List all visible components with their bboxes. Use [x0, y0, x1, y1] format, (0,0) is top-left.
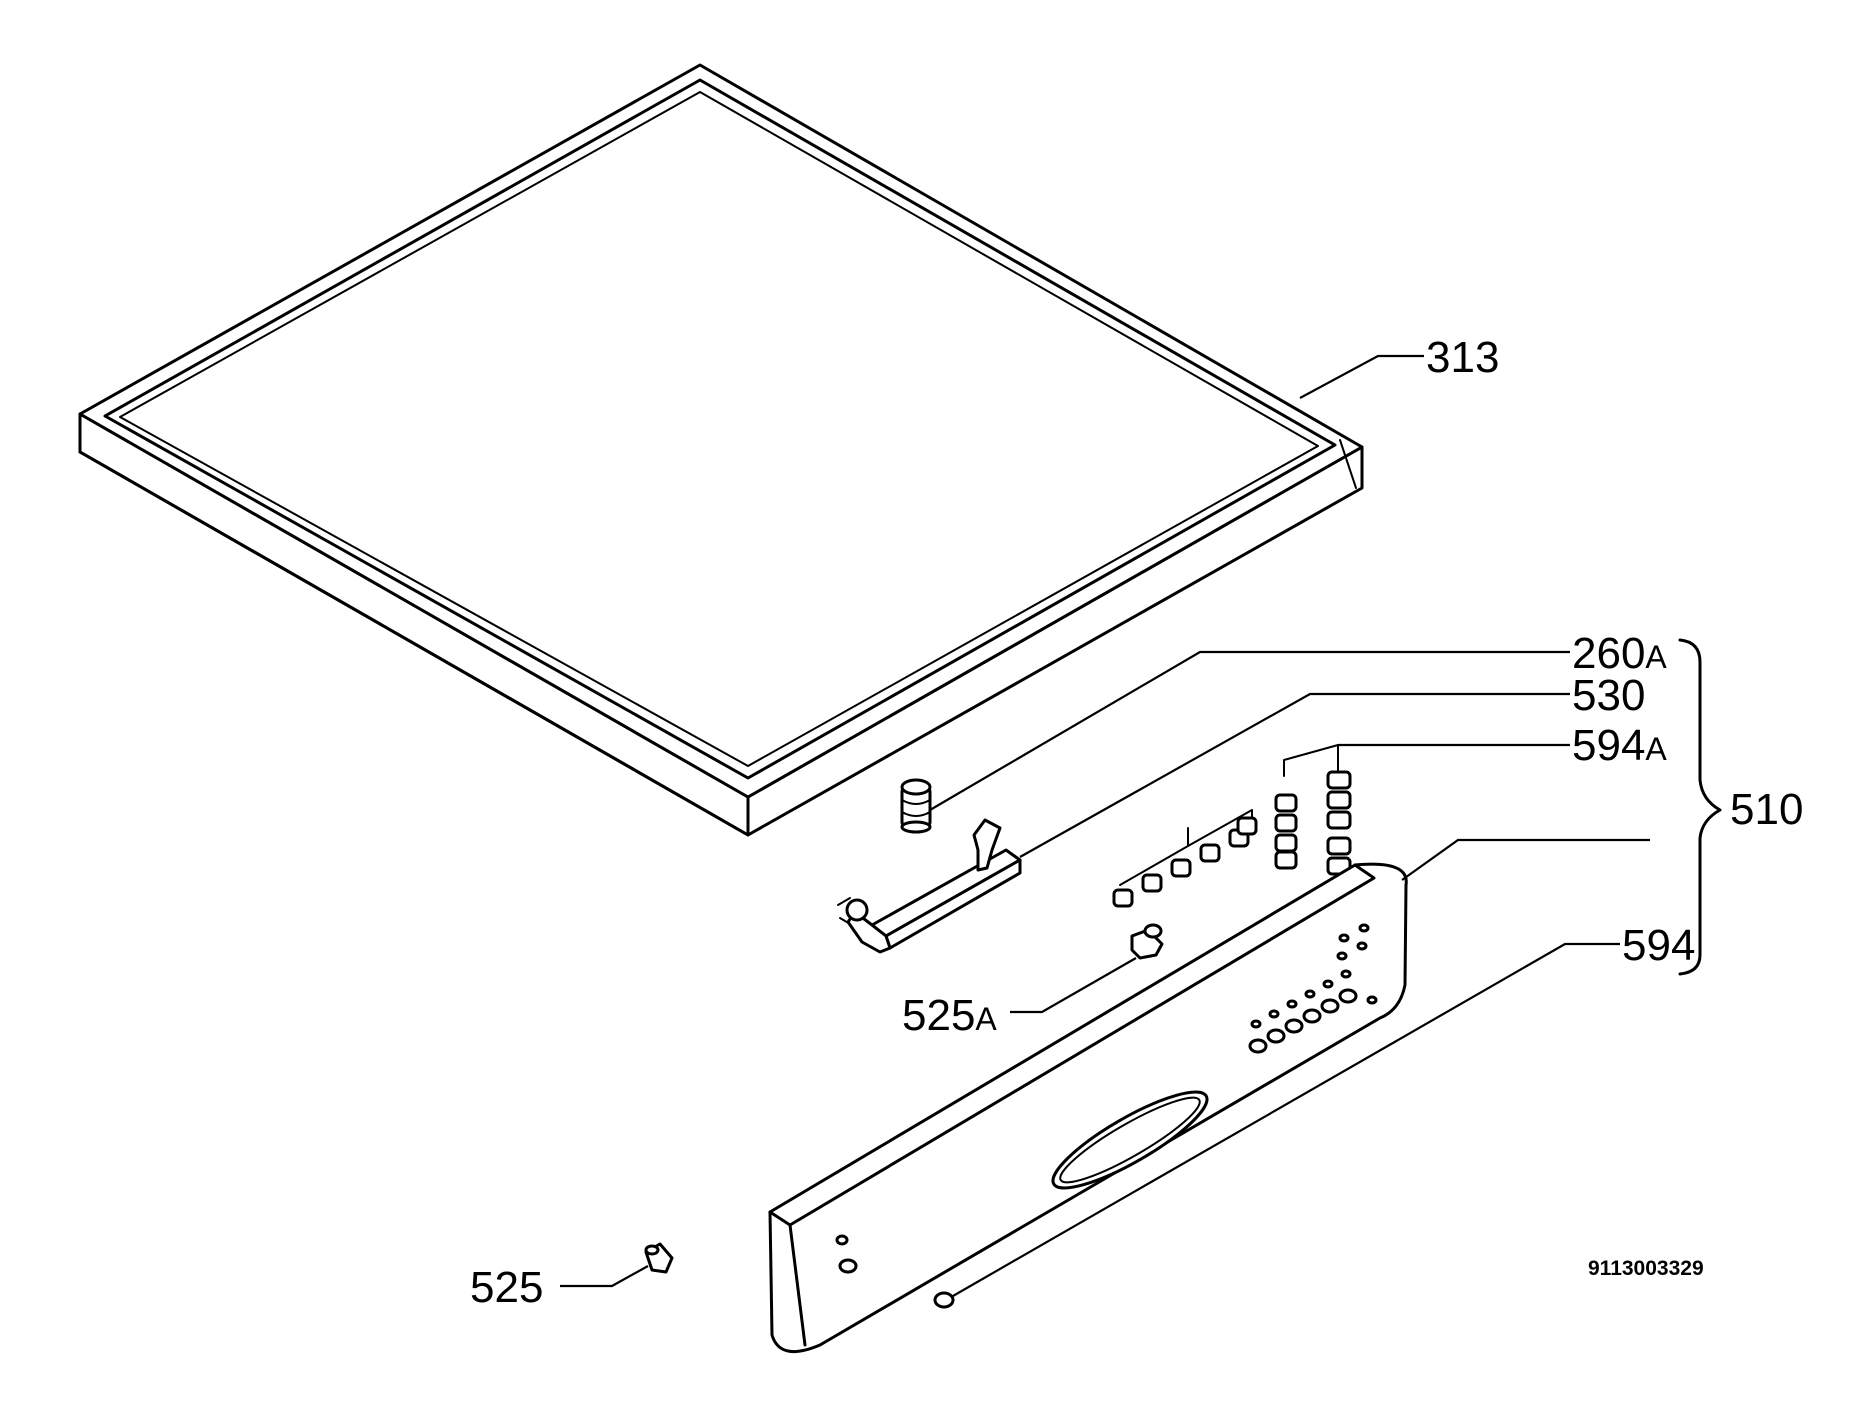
part-525-cap — [644, 1242, 674, 1274]
callout-530: 530 — [1572, 671, 1645, 720]
part-594-button-pin — [933, 1291, 955, 1309]
top-cover-inset-inner — [119, 91, 1319, 767]
bracket-front — [884, 858, 1022, 950]
bracket-body — [870, 848, 1022, 938]
callout-260a: 260A — [1572, 629, 1667, 678]
control-panel-face — [768, 862, 1408, 1353]
button-strip-horizontal — [1112, 816, 1258, 908]
assembly-brace-510 — [1678, 638, 1722, 976]
part-530-bracket — [837, 818, 1022, 954]
part-594-control-panel — [768, 862, 1408, 1353]
control-panel-display-window — [1051, 1090, 1209, 1190]
document-number: 9113003329 — [1588, 1257, 1704, 1280]
control-panel-top-edge — [768, 863, 1376, 1227]
leader-lines — [560, 354, 1650, 1301]
leader-525a — [1010, 957, 1137, 1014]
leader-313 — [1299, 354, 1424, 399]
leader-594 — [945, 942, 1620, 1301]
leader-594-upper — [1401, 838, 1650, 881]
bracket-knob — [845, 898, 869, 922]
bracket-hook — [972, 818, 1002, 872]
part-260a-cylinder — [900, 778, 932, 834]
leader-525 — [560, 1265, 649, 1288]
top-cover-top-face — [78, 63, 1364, 799]
leader-260a — [929, 650, 1570, 811]
control-panel-buttons — [835, 923, 1378, 1274]
callout-313: 313 — [1426, 333, 1499, 382]
callout-594: 594 — [1622, 921, 1695, 970]
button-stack-middle — [1274, 793, 1298, 870]
callout-525a: 525A — [902, 991, 997, 1040]
callout-510: 510 — [1730, 785, 1803, 834]
part-525a-knob — [1130, 923, 1164, 960]
bracket-arm — [846, 910, 892, 954]
part-313-top-cover — [78, 63, 1364, 837]
top-cover-front-crease — [1339, 439, 1357, 489]
control-panel-left-edge — [788, 1223, 807, 1347]
callout-525: 525 — [470, 1263, 543, 1312]
callout-594a: 594A — [1572, 721, 1667, 770]
callout-labels: 313 260A 530 594A 510 594 525A 525 91130… — [470, 333, 1803, 1312]
top-cover-edge — [78, 412, 750, 837]
part-594a-button-groups — [1112, 744, 1352, 908]
button-stack-right — [1326, 770, 1352, 876]
control-panel-display-inner — [1059, 1096, 1201, 1184]
top-cover-inset-panel — [103, 78, 1337, 780]
leader-530 — [1019, 692, 1570, 858]
